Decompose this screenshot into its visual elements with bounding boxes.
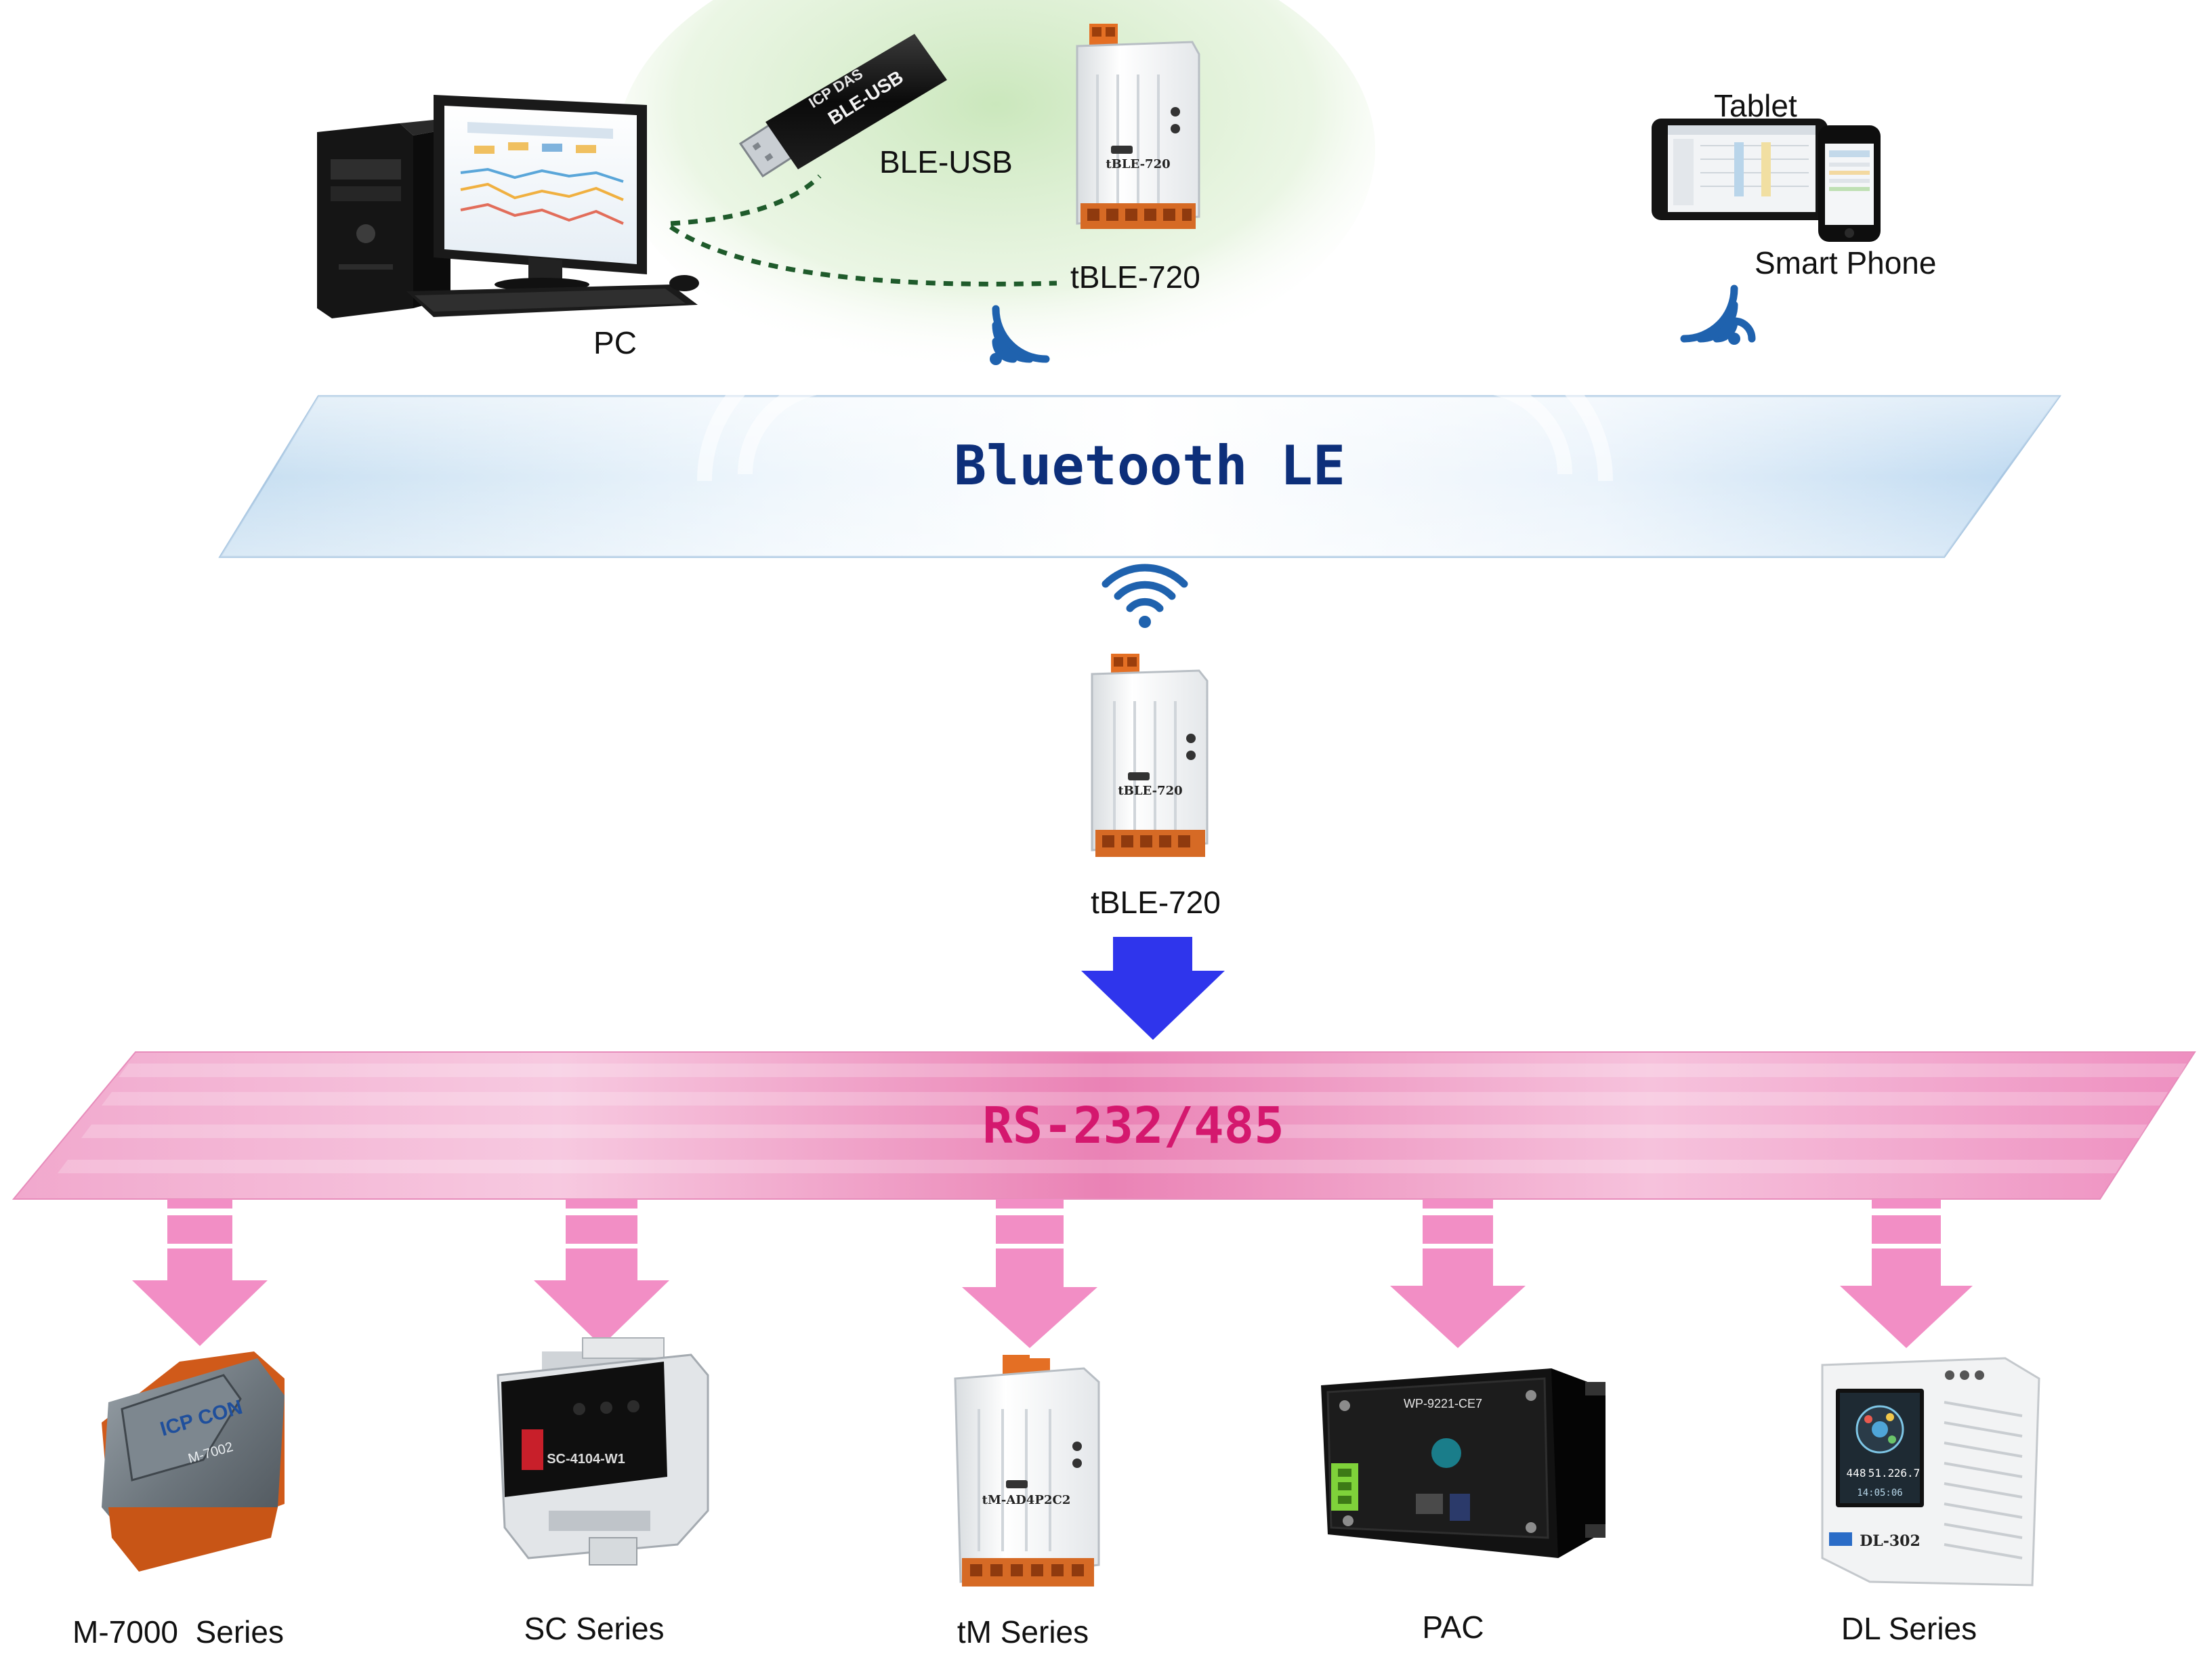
link-pc-to-dongle xyxy=(670,174,822,226)
pink-arrow-m7000 xyxy=(132,1199,268,1346)
pc-label: PC xyxy=(593,325,637,360)
tble-top-model-text: tBLE-720 xyxy=(1106,157,1170,171)
pink-arrow-sc xyxy=(534,1199,669,1346)
device-label-pac: PAC xyxy=(1422,1610,1484,1645)
m7000-module-image: ICP CON M-7002 xyxy=(102,1351,285,1572)
tble-720-top-module: tBLE-720 xyxy=(1076,24,1200,229)
dl-logger-image: 448 51.2 26.7 14:05:06 DL-302 xyxy=(1821,1357,2040,1587)
tablet-device xyxy=(1652,119,1828,220)
sc-module-image: SC-4104-W1 xyxy=(497,1337,709,1566)
pc-workstation xyxy=(317,95,699,318)
smart-phone-device xyxy=(1818,125,1881,242)
tm-model-text: tM-AD4P2C2 xyxy=(982,1493,1071,1507)
top-section: ICP DAS BLE-USB tBLE-720 xyxy=(317,0,1936,373)
sc-model-text: SC-4104-W1 xyxy=(547,1452,625,1467)
device-label-sc: SC Series xyxy=(524,1611,664,1646)
dl-readout-1: 448 xyxy=(1847,1467,1866,1479)
device-label-m7000: M-7000 Series xyxy=(72,1614,284,1650)
dl-time-text: 14:05:06 xyxy=(1857,1488,1902,1498)
tble-720-middle-module: tBLE-720 xyxy=(1091,654,1209,857)
dl-model-text: DL-302 xyxy=(1860,1532,1921,1550)
tble-middle-label: tBLE-720 xyxy=(1091,885,1221,920)
ble-usb-label: BLE-USB xyxy=(879,144,1013,180)
dl-readout-3: 26.7 xyxy=(1894,1467,1921,1479)
pink-arrow-pac xyxy=(1390,1199,1526,1348)
tablet-label: Tablet xyxy=(1714,88,1797,123)
pac-model-text: WP-9221-CE7 xyxy=(1404,1397,1482,1410)
tble-middle-model-text: tBLE-720 xyxy=(1118,784,1182,798)
tm-module-image: tM-AD4P2C2 xyxy=(954,1355,1100,1587)
rs232-485-band: RS-232/485 xyxy=(12,1051,2196,1200)
bluetooth-le-band: Bluetooth LE xyxy=(218,338,2061,558)
device-labels: M-7000 Series SC Series tM Series PAC DL… xyxy=(72,1610,1977,1650)
tble-top-label: tBLE-720 xyxy=(1070,259,1200,295)
pink-arrow-dl xyxy=(1840,1199,1973,1348)
device-label-dl: DL Series xyxy=(1841,1611,1977,1646)
ble-usb-dongle: ICP DAS BLE-USB xyxy=(738,34,947,178)
pink-arrows xyxy=(132,1199,1973,1348)
dl-readout-2: 51.2 xyxy=(1868,1467,1895,1479)
wifi-icon-tble-middle xyxy=(1102,564,1188,628)
bluetooth-band-title: Bluetooth LE xyxy=(954,434,1345,497)
serial-band-title: RS-232/485 xyxy=(982,1097,1284,1155)
wifi-icon-tble-top xyxy=(990,305,1050,365)
pac-controller-image: WP-9221-CE7 xyxy=(1321,1368,1606,1558)
smart-phone-label: Smart Phone xyxy=(1755,245,1936,280)
wifi-icon-mobile xyxy=(1680,285,1756,345)
pink-arrow-tm xyxy=(962,1199,1097,1348)
blue-down-arrow xyxy=(1081,937,1225,1040)
device-label-tm: tM Series xyxy=(957,1614,1089,1650)
link-pc-to-tble xyxy=(669,225,1057,287)
